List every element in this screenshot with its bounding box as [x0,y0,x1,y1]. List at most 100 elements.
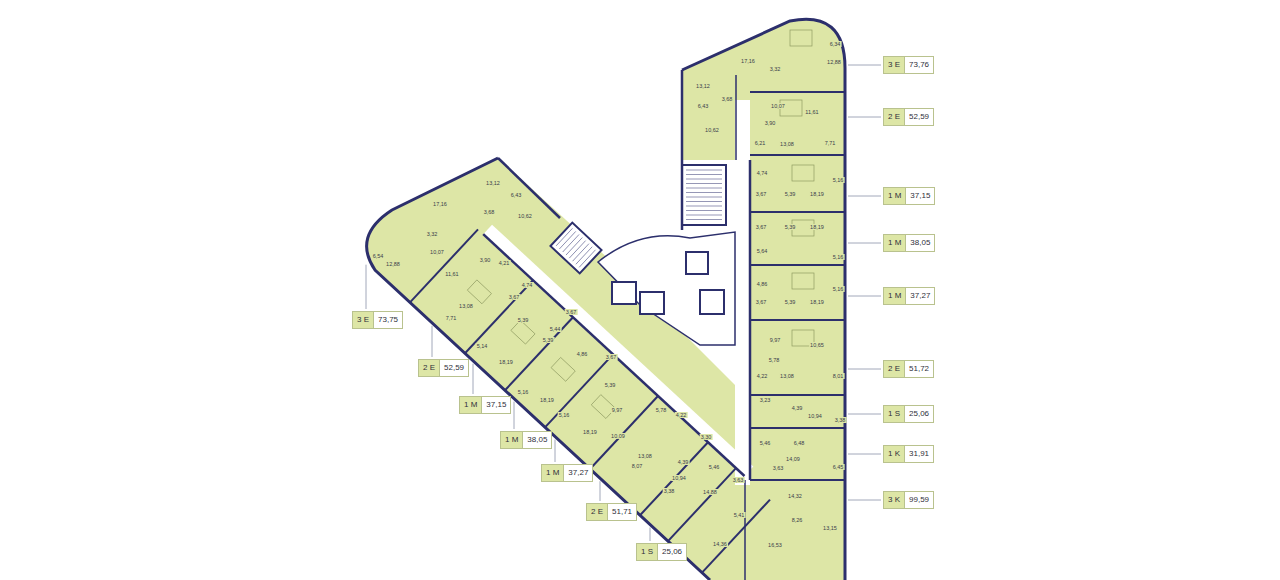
room-area: 6,45 [832,464,845,470]
room-area: 10,07 [429,249,445,255]
apartment-area: 52,59 [440,360,468,376]
apartment-type: 1 M [884,288,906,304]
apartment-type: 2 E [884,109,905,125]
leader-line [366,265,367,309]
room-area: 5,41 [733,512,746,518]
room-area: 3,68 [721,96,734,102]
stair-step [576,247,592,265]
stair-step [573,244,589,262]
room-area: 6,43 [697,103,710,109]
room-area: 4,86 [756,281,769,287]
apartment-area: 25,06 [905,406,933,422]
room-area: 13,08 [458,303,474,309]
room-area: 5,39 [517,317,530,323]
stair-step [686,174,722,175]
apartment-type: 1 S [884,406,905,422]
room-area: 3,67 [565,309,578,315]
apartment-type: 1 M [501,432,523,448]
room-area: 3,63 [772,465,785,471]
room-area: 5,46 [708,464,721,470]
unit-wall [750,154,845,156]
apartment-type: 2 E [884,361,905,377]
room-area: 13,08 [779,373,795,379]
apartment-tag: 1 K31,91 [883,445,934,463]
room-area: 14,32 [787,493,803,499]
leader-line [848,196,881,197]
room-area: 5,46 [759,440,772,446]
stair-step [686,215,722,216]
room-area: 5,16 [517,389,530,395]
room-area: 5,16 [832,177,845,183]
apartment-type: 3 K [884,492,905,508]
room-area: 5,16 [832,254,845,260]
apartment-type: 1 K [884,446,905,462]
room-area: 6,34 [829,41,842,47]
room-area: 3,90 [479,257,492,263]
room-area: 18,19 [582,429,598,435]
outer-wall [682,19,845,580]
apartment-tag: 1 M38,05 [500,431,552,449]
room-area: 3,38 [834,417,847,423]
room-area: 18,19 [809,224,825,230]
room-area: 7,71 [445,315,458,321]
room-area: 3,67 [508,294,521,300]
leader-line [600,481,601,501]
leader-line [848,500,881,501]
apartment-tag: 2 E52,59 [883,108,934,126]
unit-wall [750,91,845,93]
room-area: 3,67 [755,191,768,197]
room-area: 6,54 [372,253,385,259]
unit-wall [465,280,533,353]
room-area: 10,62 [517,213,533,219]
apartment-tag: 1 M37,15 [883,187,935,205]
stair-step [686,206,722,207]
apartment-area: 51,71 [608,504,636,520]
room-area: 14,88 [702,489,718,495]
apartment-tag: 2 E51,72 [883,360,934,378]
leader-line [848,296,881,297]
unit-wall [410,229,478,302]
leader-line [848,414,881,415]
unit-wall [545,354,613,427]
core-outline [598,232,735,345]
room-area: 6,43 [510,192,523,198]
room-area: 5,78 [655,407,668,413]
stair-step [686,197,722,198]
room-area: 17,16 [432,201,448,207]
room-area: 4,22 [756,373,769,379]
room-area: 4,22 [675,412,688,418]
unit-wall [735,75,737,160]
room-area: 5,39 [604,382,617,388]
leader-line [848,369,881,370]
corridor [735,100,750,485]
room-area: 8,26 [791,517,804,523]
leader-line [432,326,433,357]
stair-step [559,231,575,249]
stair-outline [550,223,601,274]
room-area: 6,21 [754,140,767,146]
apartment-area: 37,27 [564,465,592,481]
unit-wall [750,319,845,321]
wing-floor [367,158,750,580]
room-area: 7,71 [824,140,837,146]
apartment-type: 3 E [353,312,374,328]
apartment-area: 38,05 [523,432,551,448]
room-area: 9,97 [611,407,624,413]
room-area: 18,19 [809,299,825,305]
room-area: 11,61 [444,271,459,277]
bed [792,273,814,289]
apartment-area: 37,15 [482,397,510,413]
room-area: 3,67 [755,224,768,230]
bed [551,357,575,381]
unit-wall [668,468,736,541]
stair [550,223,601,274]
room-area: 5,39 [784,191,797,197]
room-area: 14,09 [785,456,801,462]
apartment-type: 1 M [884,188,906,204]
room-area: 16,53 [767,542,783,548]
stair-step [686,188,722,189]
room-area: 3,23 [759,397,772,403]
apartment-area: 52,59 [905,109,933,125]
